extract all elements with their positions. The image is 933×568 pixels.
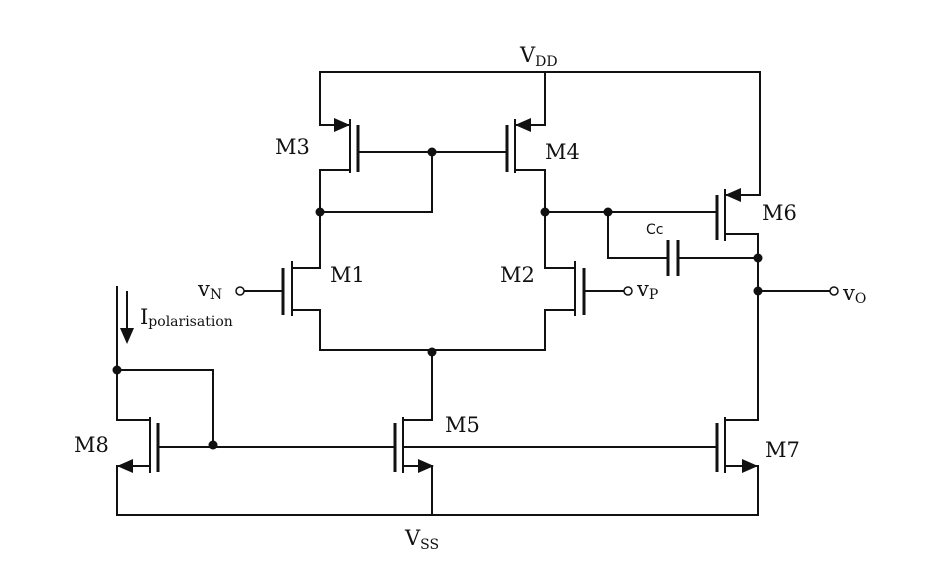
- m2-label: M2: [500, 263, 535, 287]
- transistor-m7: [715, 417, 759, 516]
- vss-label: VSS: [404, 526, 439, 553]
- first-stage-output: [540, 207, 718, 259]
- m7-label: M7: [765, 438, 800, 462]
- transistor-m4: [431, 118, 546, 213]
- m8-label: M8: [74, 433, 109, 457]
- m8-source-arrow: [117, 459, 133, 473]
- m4-label: M4: [545, 140, 580, 164]
- output-node: [753, 286, 839, 296]
- cc-label: Cc: [646, 222, 663, 238]
- m1-label: M1: [330, 263, 365, 287]
- vn-terminal: [235, 286, 245, 296]
- mirror-gate-node: [315, 147, 437, 217]
- m7-source-arrow: [742, 459, 758, 473]
- vo-terminal: [829, 286, 839, 296]
- m5-label: M5: [445, 413, 480, 437]
- bias-current-label: Ipolarisation: [140, 305, 233, 330]
- vp-label: vP: [636, 277, 658, 303]
- m3-label: M3: [275, 135, 310, 159]
- vn-label: vN: [197, 277, 222, 303]
- bias-branch: [112, 286, 218, 450]
- compensation-capacitor: [666, 240, 763, 276]
- transistor-m8: [116, 417, 160, 516]
- transistor-m6: [715, 188, 761, 421]
- transistor-m1: [235, 211, 321, 351]
- vdd-label: VDD: [519, 43, 558, 70]
- m4-source-arrow: [515, 118, 531, 132]
- transistor-m2: [544, 211, 633, 351]
- m5-source-arrow: [418, 459, 434, 473]
- m6-label: M6: [762, 201, 797, 225]
- transistor-m5: [393, 417, 434, 516]
- vp-terminal: [623, 286, 633, 296]
- transistor-m3: [319, 118, 433, 213]
- bias-current-arrow: [120, 328, 134, 344]
- tail-node: [319, 347, 546, 421]
- vo-label: vO: [842, 281, 866, 307]
- m3-source-arrow: [334, 118, 350, 132]
- vdd-rail: [319, 71, 761, 196]
- m6-source-arrow: [725, 188, 741, 202]
